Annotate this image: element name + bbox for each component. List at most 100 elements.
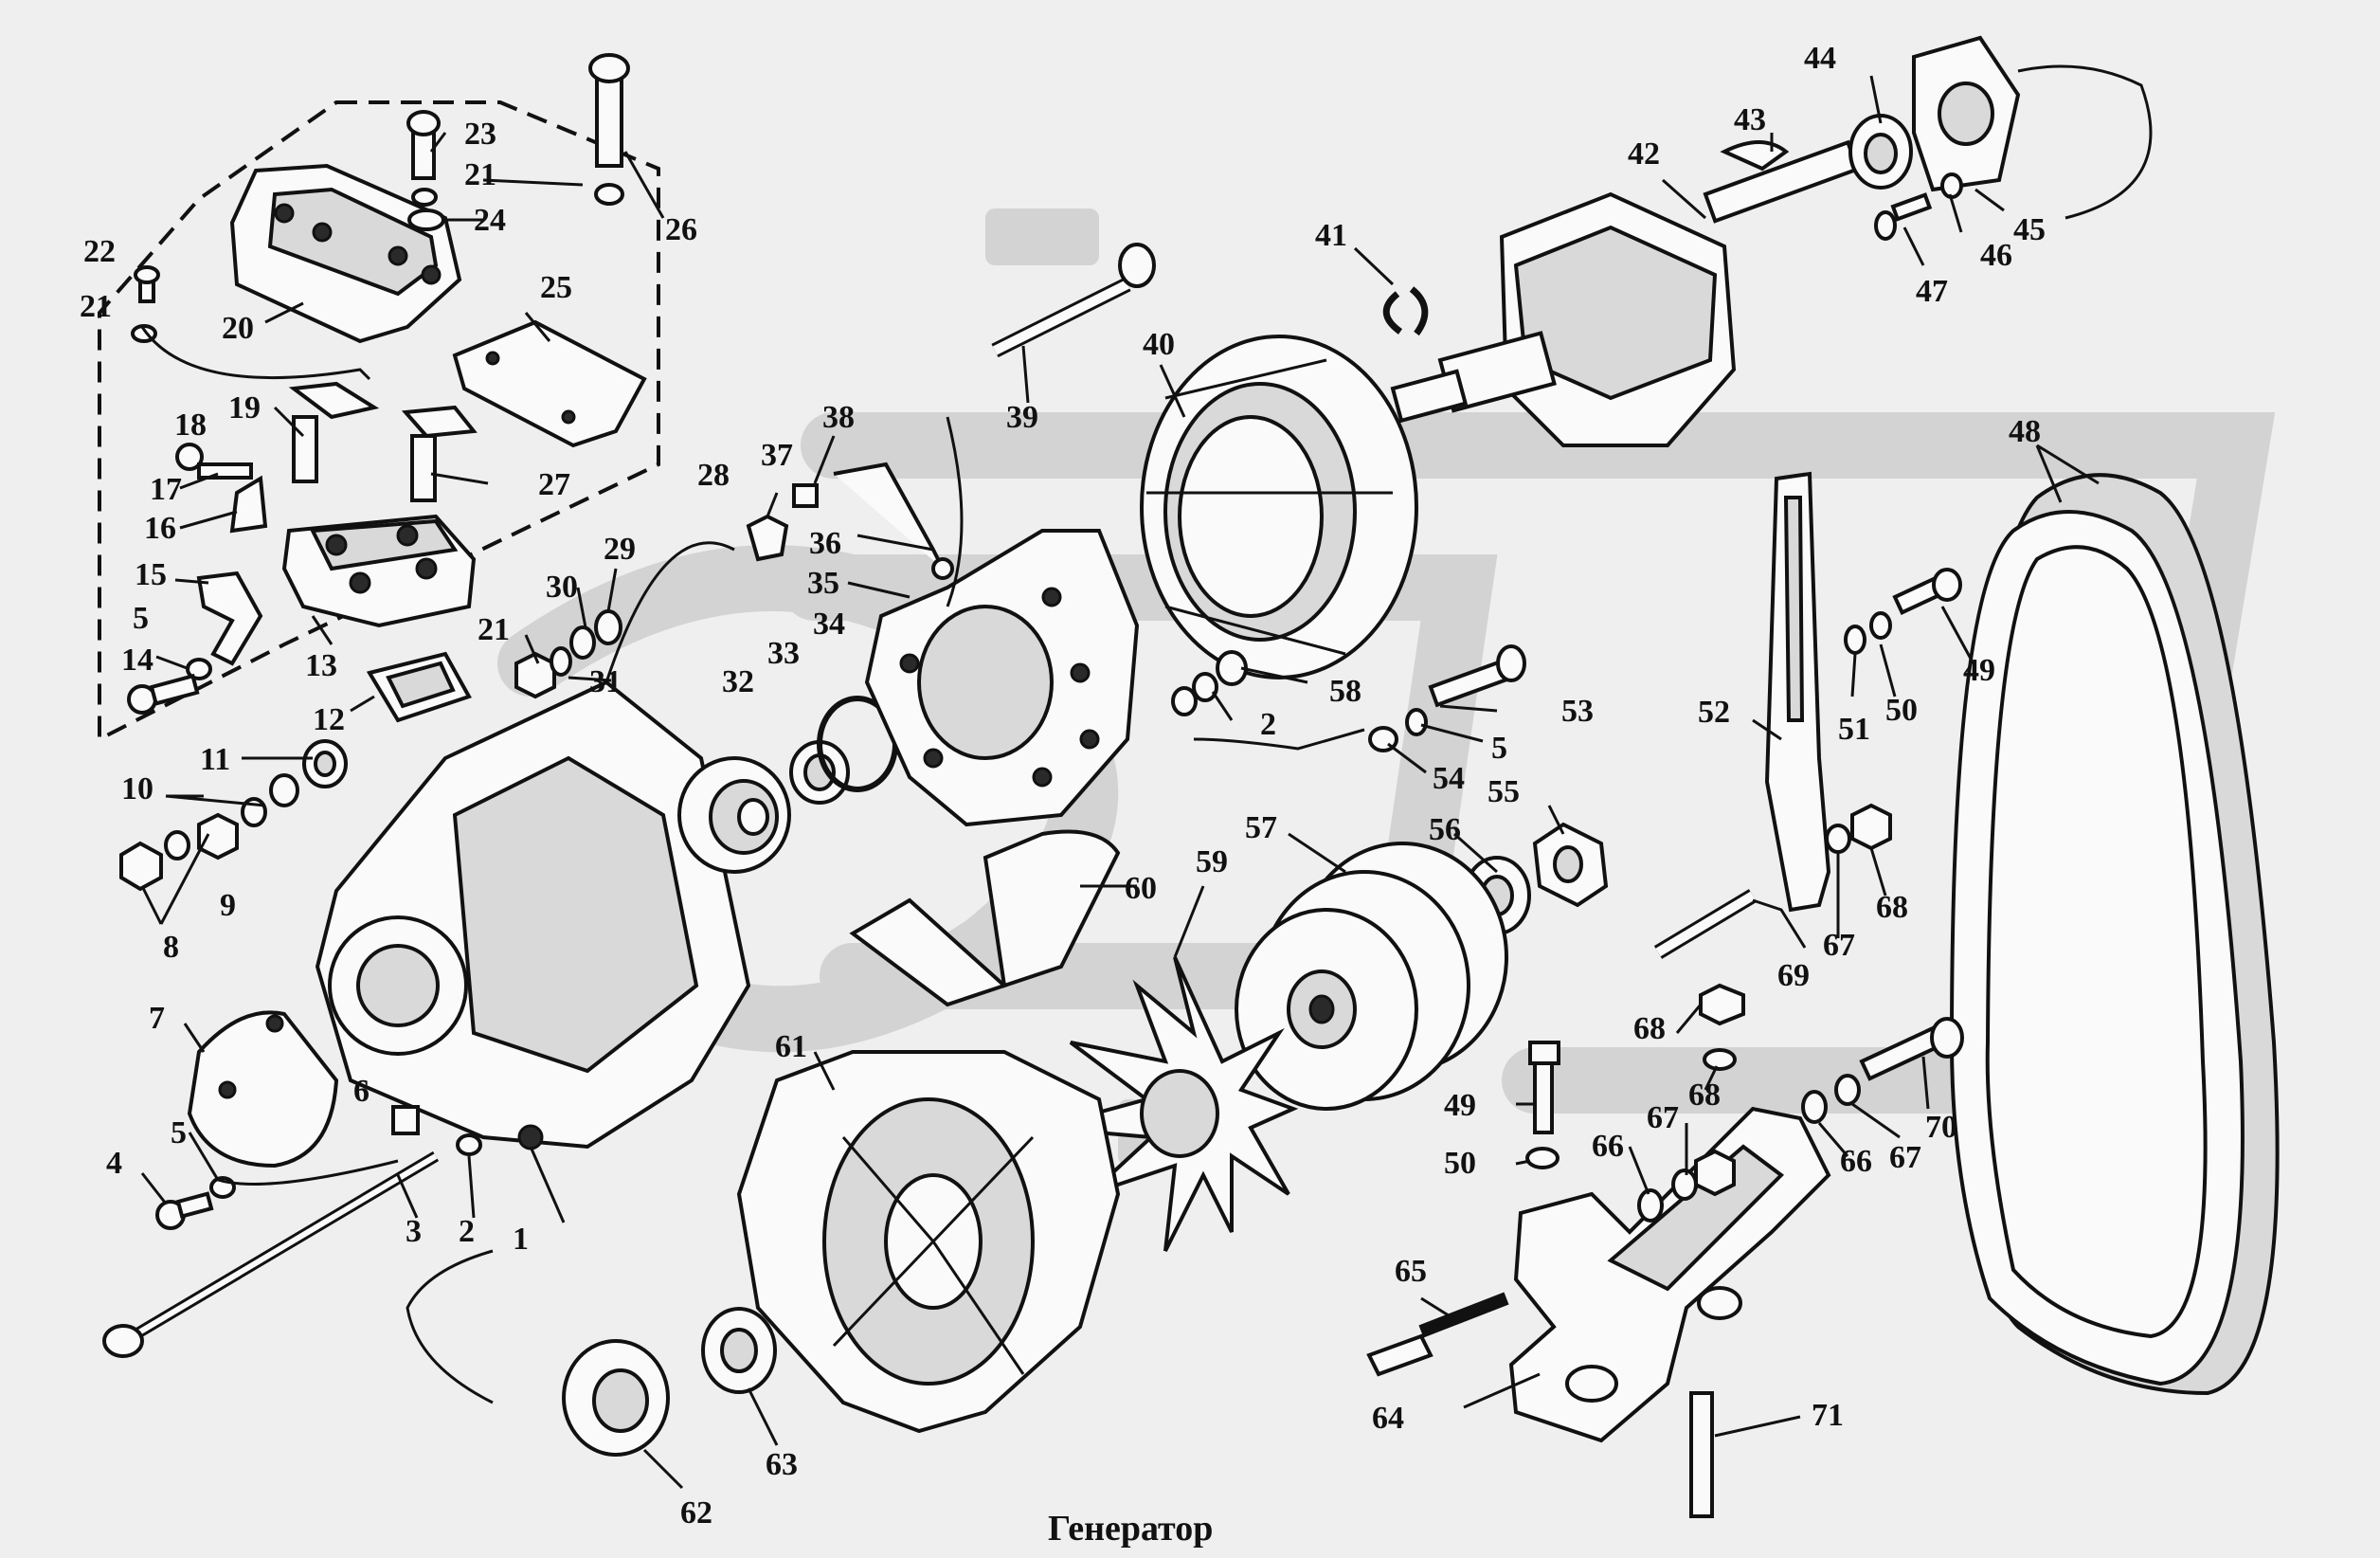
label-62: 62 (680, 1495, 712, 1531)
washer-67-right-b (1834, 1074, 1861, 1106)
bolt-26 (588, 53, 630, 168)
label-67: 67 (1823, 928, 1855, 963)
label-10: 10 (121, 771, 153, 806)
screw-47 (1874, 192, 1933, 241)
brush-19 (288, 381, 380, 483)
screw-23 (406, 110, 441, 180)
label-21: 21 (478, 612, 510, 647)
leader-lines (140, 64, 2153, 1490)
label-16: 16 (144, 511, 176, 546)
washer-10a (164, 830, 190, 861)
nut-10 (197, 812, 239, 861)
label-7: 7 (149, 1001, 165, 1036)
label-41: 41 (1315, 218, 1347, 253)
label-12: 12 (313, 702, 345, 737)
label-13: 13 (305, 648, 337, 683)
label-33: 33 (767, 636, 800, 671)
label-39: 39 (1006, 400, 1038, 435)
label-66: 66 (1840, 1144, 1872, 1179)
label-42: 42 (1628, 136, 1660, 172)
label-64: 64 (1372, 1401, 1404, 1436)
label-30: 30 (546, 570, 578, 605)
rotor-42 (1390, 139, 1861, 447)
label-2: 2 (459, 1214, 475, 1249)
label-32: 32 (722, 664, 754, 699)
label-26: 26 (665, 212, 697, 247)
brush-holder-cover (229, 163, 462, 344)
label-67: 67 (1889, 1140, 1921, 1175)
rectifier-block-13 (281, 514, 477, 628)
stud-71 (1689, 1391, 1714, 1518)
label-5: 5 (1491, 731, 1507, 766)
bolt-39 (991, 243, 1156, 358)
housing-61 (736, 1050, 1121, 1434)
tension-bracket-52 (1764, 471, 1831, 913)
label-20: 20 (222, 311, 254, 346)
label-1: 1 (513, 1222, 529, 1257)
label-24: 24 (474, 203, 506, 238)
label-25: 25 (540, 270, 572, 305)
label-47: 47 (1916, 274, 1948, 309)
label-58: 58 (1329, 674, 1361, 709)
bearing-44 (1848, 114, 1913, 190)
washer-66-right (1801, 1090, 1828, 1124)
bearing-32 (677, 756, 791, 874)
screw-18 (175, 443, 253, 480)
label-61: 61 (775, 1029, 807, 1064)
lock-washer-21-top (411, 188, 438, 207)
nut-55 (1532, 822, 1609, 908)
label-57: 57 (1245, 810, 1277, 845)
label-68: 68 (1633, 1011, 1666, 1046)
clip-6 (391, 1105, 420, 1135)
label-63: 63 (766, 1447, 798, 1482)
spacer-60 (849, 829, 1121, 1007)
diagram-title: Генератор (1048, 1509, 1213, 1549)
label-31: 31 (589, 664, 622, 699)
label-60: 60 (1125, 871, 1157, 906)
label-3: 3 (406, 1214, 422, 1249)
snap-ring-41 (1382, 286, 1429, 336)
label-54: 54 (1433, 761, 1465, 796)
label-56: 56 (1429, 812, 1461, 847)
label-44: 44 (1804, 41, 1836, 76)
label-15: 15 (135, 557, 167, 592)
nut-8 (119, 841, 163, 892)
lock-washer-2-left (456, 1133, 482, 1156)
washer-66-left (1637, 1188, 1664, 1223)
label-29: 29 (604, 532, 636, 567)
label-28: 28 (697, 458, 730, 493)
bolt-53 (1428, 644, 1526, 708)
nut-68-top (1699, 983, 1745, 1026)
label-8: 8 (163, 930, 179, 965)
label-50: 50 (1444, 1146, 1476, 1181)
v-belt-48 (1949, 473, 2280, 1396)
rectifier-plate-35 (864, 529, 1140, 827)
washer-67-top (1703, 1048, 1737, 1071)
part-labels: 1 2 2 3 4 5 5 5 6 7 8 9 10 11 12 13 14 1… (80, 41, 2046, 1531)
washer-24 (407, 208, 445, 231)
screw-22 (134, 265, 160, 303)
bushing-63 (701, 1307, 777, 1394)
washer-67-left (1671, 1168, 1698, 1201)
washer-50-bottom (1525, 1147, 1560, 1169)
label-48: 48 (2009, 414, 2041, 449)
plug-37 (746, 514, 789, 562)
label-51: 51 (1838, 712, 1870, 747)
wire-36 (833, 462, 954, 580)
screw-14 (127, 673, 200, 715)
label-21: 21 (80, 289, 112, 324)
label-9: 9 (220, 888, 236, 923)
label-53: 53 (1561, 694, 1594, 729)
bracket-64 (1508, 1106, 1831, 1443)
washer-9 (269, 773, 299, 807)
terminal-58 (1171, 650, 1248, 716)
label-50: 50 (1885, 693, 1918, 728)
housing-1 (315, 679, 751, 1150)
label-70: 70 (1925, 1110, 1957, 1145)
bushing-11 (302, 739, 348, 788)
label-14: 14 (121, 643, 153, 678)
bolt-49-bottom (1528, 1041, 1560, 1134)
label-4: 4 (106, 1146, 122, 1181)
label-36: 36 (809, 526, 841, 561)
